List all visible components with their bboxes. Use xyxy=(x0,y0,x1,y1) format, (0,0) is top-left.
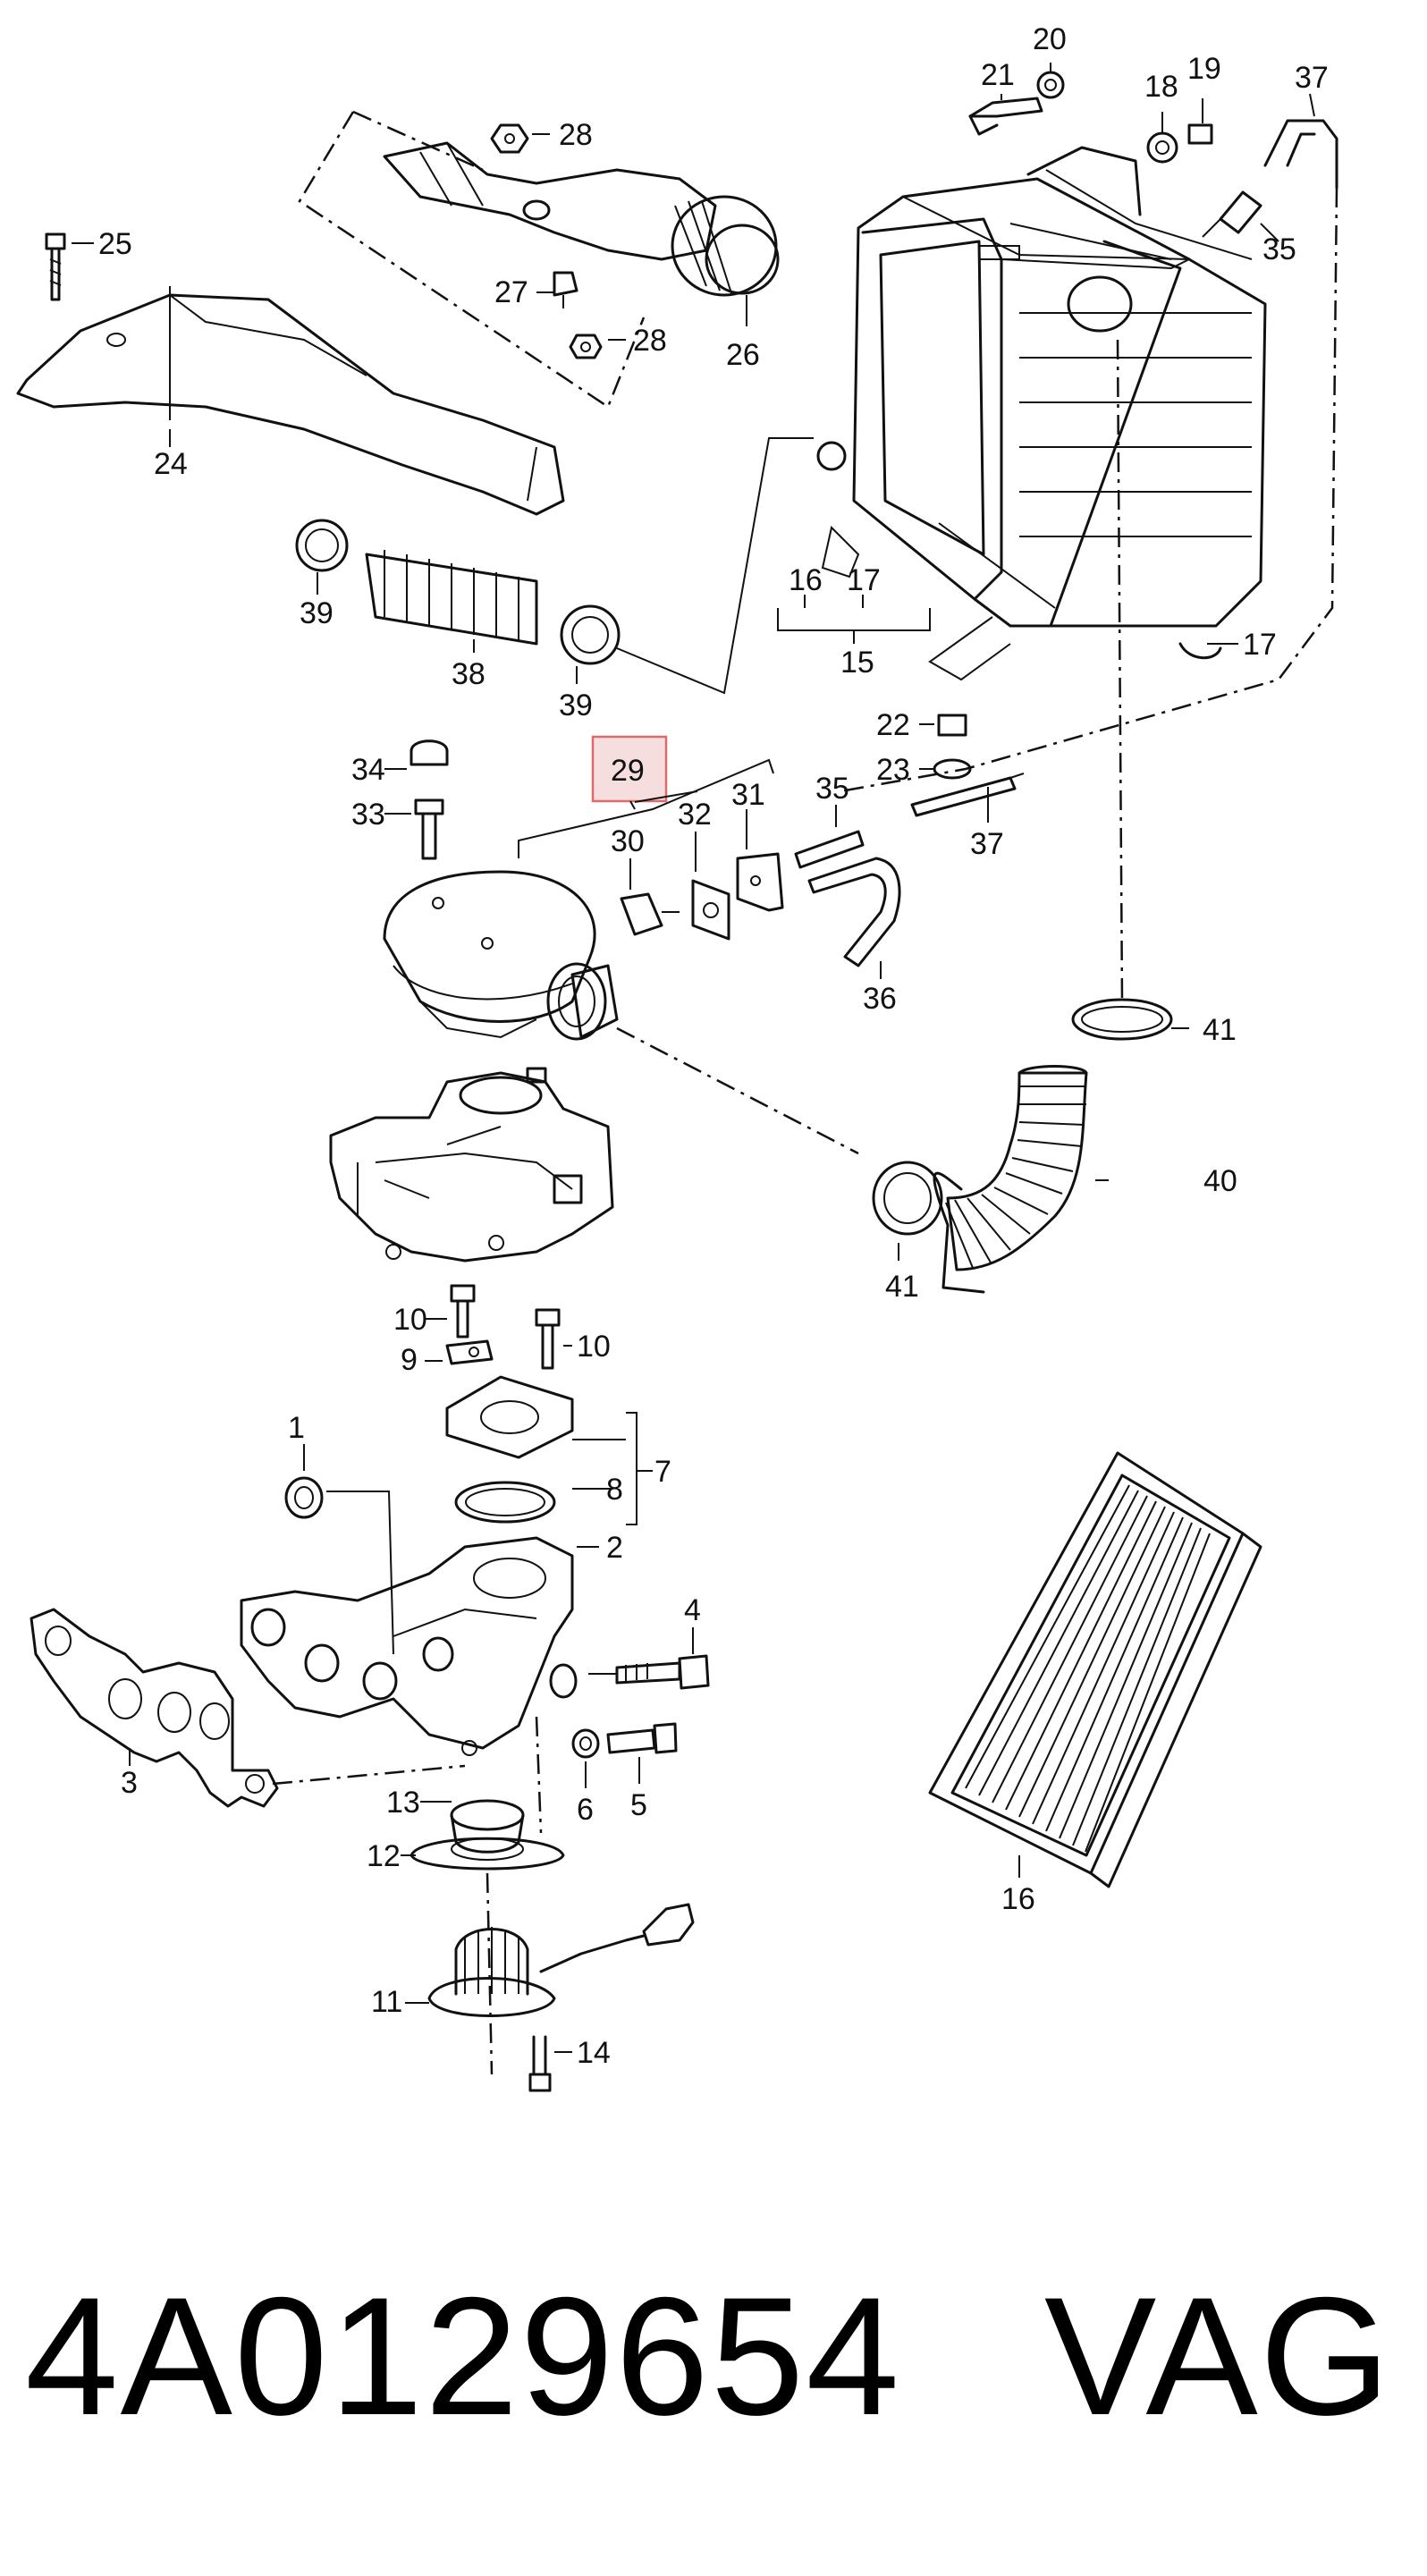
manifold-gasket-3 xyxy=(30,1608,279,1808)
stud-27-28 xyxy=(490,123,603,359)
bolt-25 xyxy=(45,232,66,301)
callout-labels: 1 2 3 4 5 6 7 8 9 10 10 11 12 13 14 15 1… xyxy=(98,22,1329,2070)
intake-manifold-2 xyxy=(240,1536,578,1756)
callout-39a: 39 xyxy=(300,596,334,630)
callout-28a: 28 xyxy=(559,118,593,152)
callout-22: 22 xyxy=(876,708,910,742)
callout-27: 27 xyxy=(494,275,528,309)
seal-13 xyxy=(450,1799,525,1854)
washer-6 xyxy=(571,1728,600,1759)
callout-35b: 35 xyxy=(1262,232,1296,266)
flange-12 xyxy=(410,1837,565,1871)
bolt-4 xyxy=(615,1654,710,1690)
callout-29: 29 xyxy=(611,754,645,788)
callout-7: 7 xyxy=(654,1455,671,1489)
callout-17a: 17 xyxy=(847,563,881,597)
valve-30 xyxy=(620,892,680,936)
callout-40: 40 xyxy=(1203,1164,1237,1198)
callout-41b: 41 xyxy=(885,1270,919,1304)
callout-20: 20 xyxy=(1033,22,1067,56)
gasket-7-8 xyxy=(445,1375,574,1524)
bolt-14 xyxy=(528,2035,552,2092)
callout-10b: 10 xyxy=(577,1330,611,1364)
clamp-39-left xyxy=(295,519,349,572)
clamp-41-lower xyxy=(872,1161,943,1236)
callout-6: 6 xyxy=(577,1793,594,1827)
callout-14: 14 xyxy=(577,2036,611,2070)
callout-28b: 28 xyxy=(633,324,667,358)
callout-37a: 37 xyxy=(970,827,1004,861)
callout-16a: 16 xyxy=(789,563,823,597)
hose-35 xyxy=(794,830,865,869)
callout-38: 38 xyxy=(452,657,486,691)
air-filter-element-16 xyxy=(928,1451,1262,1888)
brand-name: VAG xyxy=(1044,2262,1393,2450)
callout-16b: 16 xyxy=(1001,1882,1035,1916)
filter-bolts-18-21 xyxy=(968,71,1213,164)
callout-19: 19 xyxy=(1187,52,1221,86)
highlight-box xyxy=(591,735,668,803)
callout-34: 34 xyxy=(351,753,385,787)
callout-37b: 37 xyxy=(1295,61,1329,95)
air-filter-housing xyxy=(816,146,1267,681)
callout-21: 21 xyxy=(981,58,1015,92)
callout-39b: 39 xyxy=(559,688,593,722)
callout-33: 33 xyxy=(351,798,385,832)
callout-18: 18 xyxy=(1144,70,1178,104)
clamp-39-right xyxy=(560,604,621,665)
hose-37-mid xyxy=(910,773,1025,817)
preheater-11 xyxy=(427,1903,695,2017)
callout-35a: 35 xyxy=(815,772,849,806)
callout-17b: 17 xyxy=(1243,628,1277,662)
hose-37-top xyxy=(1202,119,1338,238)
callout-41a: 41 xyxy=(1203,1013,1237,1047)
callout-26: 26 xyxy=(726,338,760,372)
hose-38 xyxy=(365,550,538,646)
spacer-1 xyxy=(284,1476,324,1519)
clamp-41-upper xyxy=(1071,998,1173,1041)
air-duct-part xyxy=(16,293,565,516)
callout-11: 11 xyxy=(371,1985,402,2019)
callout-8: 8 xyxy=(606,1473,623,1507)
callout-5: 5 xyxy=(630,1788,647,1822)
callout-1: 1 xyxy=(288,1411,305,1445)
bolt-5 xyxy=(606,1722,678,1754)
callout-9: 9 xyxy=(401,1343,418,1377)
intake-connector xyxy=(383,141,780,297)
callout-4: 4 xyxy=(684,1593,701,1627)
gasket-32 xyxy=(691,879,730,941)
callout-23: 23 xyxy=(876,753,910,787)
callout-36: 36 xyxy=(863,982,897,1016)
corrugated-hose-40 xyxy=(933,1065,1088,1294)
bolt-33-34 xyxy=(410,739,449,860)
callout-32: 32 xyxy=(678,798,712,832)
callout-30: 30 xyxy=(611,824,645,858)
callout-12: 12 xyxy=(367,1839,401,1873)
callout-10a: 10 xyxy=(393,1303,427,1337)
throttle-body xyxy=(329,1067,614,1263)
callout-31: 31 xyxy=(731,778,765,812)
bracket-31 xyxy=(736,852,784,912)
callout-13: 13 xyxy=(386,1786,420,1820)
callout-2: 2 xyxy=(606,1531,623,1565)
footer: 4A0129654 VAG xyxy=(0,2267,1427,2445)
hose-36 xyxy=(807,857,901,967)
callout-3: 3 xyxy=(121,1766,138,1800)
callout-24: 24 xyxy=(154,447,188,481)
part-number: 4A0129654 xyxy=(25,2262,901,2450)
callout-25: 25 xyxy=(98,227,132,261)
callout-15: 15 xyxy=(840,646,874,680)
bolts-9-10 xyxy=(445,1284,561,1370)
air-cleaner-top xyxy=(383,870,619,1041)
